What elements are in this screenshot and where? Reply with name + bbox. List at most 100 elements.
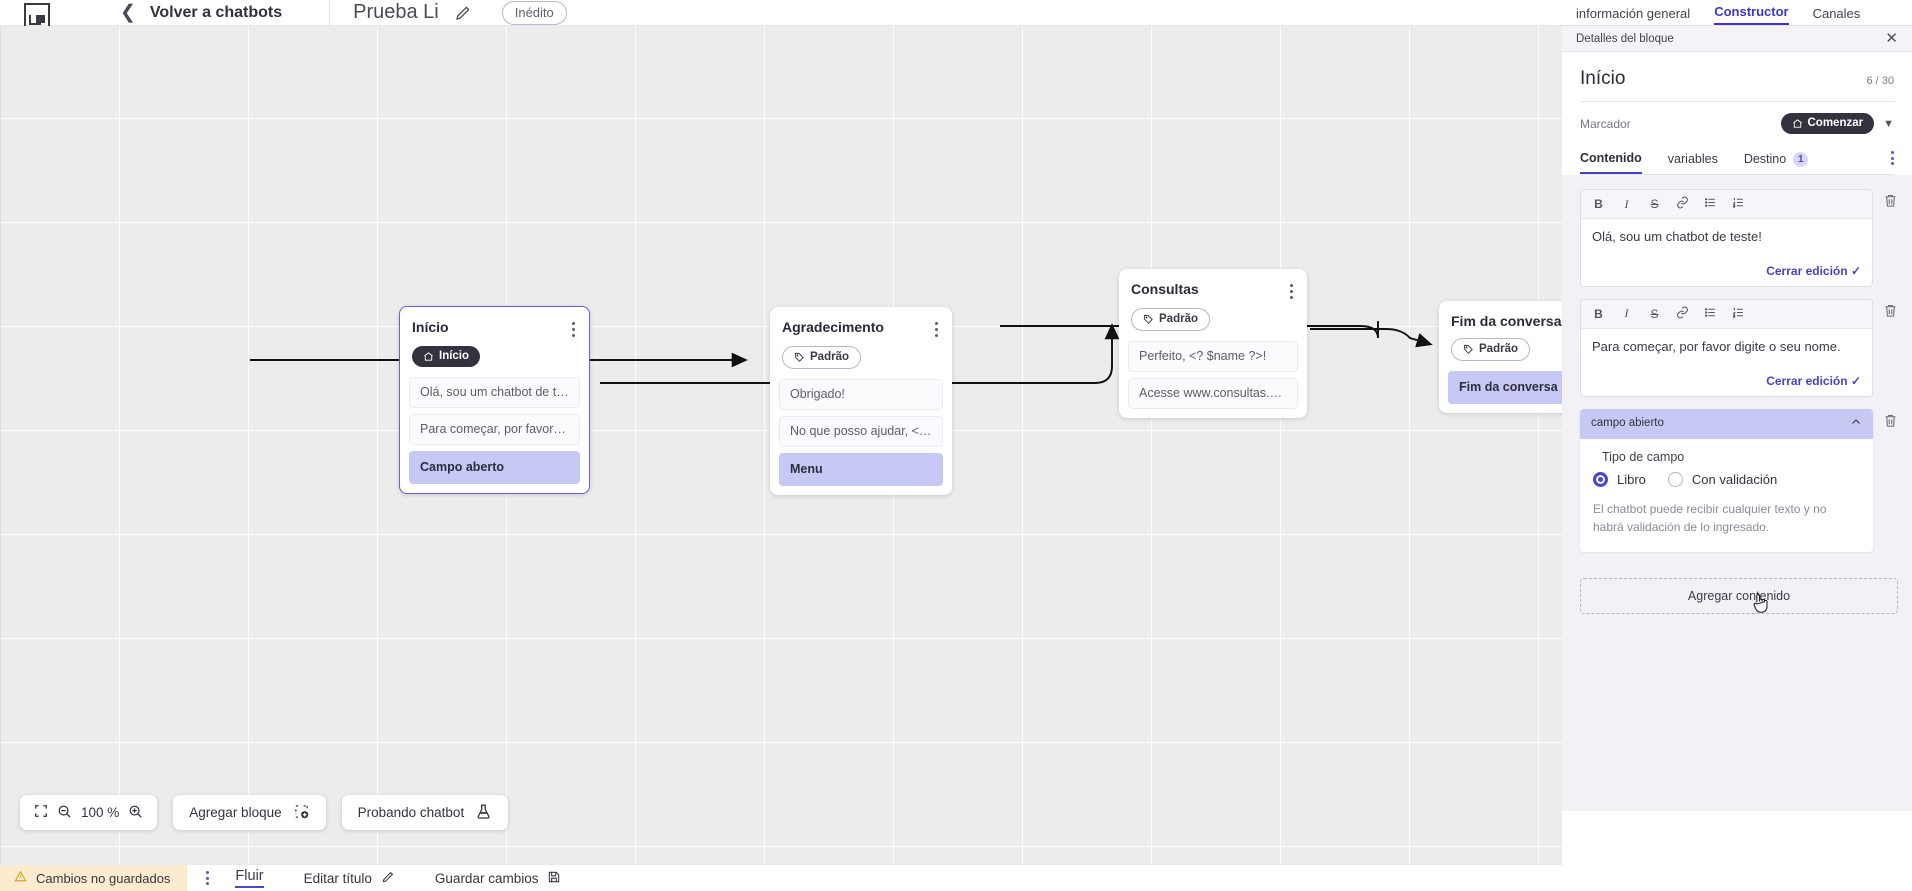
zoom-control-group[interactable]: 100 %	[20, 795, 158, 830]
tab-canales[interactable]: Canales	[1812, 6, 1861, 21]
node-menu-button[interactable]	[1290, 281, 1293, 299]
node-row-message[interactable]: Olá, sou um chatbot de teste!	[409, 377, 580, 408]
node-chip-padrao: Padrão	[1451, 338, 1530, 361]
destino-badge: 1	[1793, 151, 1809, 167]
unsaved-changes-label: Cambios no guardados	[36, 870, 171, 886]
trash-icon[interactable]	[1883, 413, 1898, 433]
node-row-action[interactable]: Campo aberto	[409, 451, 580, 484]
numbered-list-icon[interactable]	[1732, 196, 1745, 212]
bulleted-list-icon[interactable]	[1704, 306, 1717, 322]
close-icon[interactable]: ✕	[1885, 30, 1898, 47]
close-edit-label: Cerrar edición	[1766, 263, 1848, 278]
field-type-label: Tipo de campo	[1602, 449, 1685, 464]
trash-icon[interactable]	[1883, 303, 1898, 323]
chevron-left-icon[interactable]: ❮	[120, 2, 136, 23]
link-icon[interactable]	[1676, 306, 1689, 322]
zoom-in-icon[interactable]	[128, 804, 143, 822]
tab-variables-label: variables	[1667, 152, 1718, 166]
editor-toolbar: B I S	[1581, 190, 1872, 219]
node-header: Fim da conversa	[1439, 301, 1562, 329]
open-field-header[interactable]: campo abierto	[1580, 408, 1873, 439]
node-row-action[interactable]: Fim da conversa	[1448, 371, 1562, 404]
radio-dot-selected	[1593, 471, 1608, 487]
node-rows: Obrigado! No que posso ajudar, <? $name …	[770, 379, 952, 486]
marker-chip[interactable]: Comenzar	[1780, 113, 1875, 134]
tab-informacion-general[interactable]: información general	[1576, 6, 1691, 21]
flow-node-inicio[interactable]: Início Início Olá, sou um chatbot de tes…	[399, 306, 590, 494]
zoom-out-icon[interactable]	[57, 804, 72, 822]
chevron-down-icon[interactable]: ▼	[1883, 117, 1894, 130]
check-icon: ✓	[1850, 373, 1861, 388]
section-more-menu-button[interactable]	[1891, 151, 1894, 174]
more-vertical-icon[interactable]	[206, 871, 210, 885]
node-row-action[interactable]: Menu	[779, 453, 943, 486]
flow-node-fim-da-conversa[interactable]: Fim da conversa Padrão Fim da conversa	[1439, 301, 1562, 413]
message-text[interactable]: Para começar, por favor digite o seu nom…	[1581, 328, 1872, 368]
node-row-message[interactable]: Perfeito, <? $name ?>!	[1128, 341, 1298, 372]
marker-label: Marcador	[1580, 116, 1631, 131]
italic-icon[interactable]: I	[1624, 196, 1629, 211]
message-editor-2: B I S	[1580, 298, 1898, 397]
right-panel: información general Constructor Canales …	[1562, 0, 1912, 891]
node-row-message[interactable]: Obrigado!	[779, 379, 943, 410]
panel-body: Início 6 / 30 Marcador Comenzar ▼	[1562, 52, 1912, 811]
close-edit-button[interactable]: Cerrar edición ✓	[1581, 257, 1872, 286]
node-title: Agradecimento	[782, 319, 884, 335]
tab-destino[interactable]: Destino 1	[1743, 151, 1809, 174]
pencil-icon	[381, 870, 395, 887]
radio-con-validacion[interactable]: Con validación	[1667, 471, 1778, 487]
node-menu-button[interactable]	[935, 319, 938, 337]
bold-icon[interactable]: B	[1594, 197, 1603, 211]
node-rows: Perfeito, <? $name ?>! Acesse www.consul…	[1119, 341, 1307, 409]
node-chip-label: Padrão	[1159, 313, 1198, 325]
trash-icon[interactable]	[1883, 193, 1898, 213]
pencil-icon[interactable]	[454, 4, 472, 22]
italic-icon[interactable]: I	[1624, 306, 1629, 321]
flow-canvas[interactable]: Início Início Olá, sou um chatbot de tes…	[0, 26, 1562, 864]
radio-con-validacion-label: Con validación	[1691, 471, 1778, 487]
link-icon[interactable]	[1676, 196, 1689, 212]
node-menu-button[interactable]	[572, 319, 575, 337]
tab-constructor[interactable]: Constructor	[1714, 4, 1789, 25]
marker-row: Marcador Comenzar ▼	[1580, 113, 1894, 134]
add-content-button[interactable]: Agregar contenido	[1580, 577, 1898, 614]
close-edit-button[interactable]: Cerrar edición ✓	[1581, 367, 1872, 396]
node-chip-padrao: Padrão	[1131, 308, 1210, 331]
panel-header-title: Detalles del bloque	[1576, 32, 1674, 45]
bulleted-list-icon[interactable]	[1704, 196, 1717, 212]
radio-dot	[1667, 471, 1683, 487]
radio-libro[interactable]: Libro	[1593, 471, 1646, 487]
save-changes-button[interactable]: Guardar cambios	[435, 870, 562, 887]
close-edit-label: Cerrar edición	[1766, 373, 1848, 388]
bottom-bar: Cambios no guardados Fluir Editar título…	[0, 864, 1562, 891]
tab-contenido[interactable]: Contenido	[1580, 151, 1642, 174]
node-rows: Fim da conversa	[1439, 371, 1562, 404]
node-chip-label: Início	[439, 350, 470, 362]
strikethrough-icon[interactable]: S	[1650, 306, 1659, 321]
tag-icon	[794, 352, 805, 363]
node-row-message[interactable]: Acesse www.consultas.com par...	[1128, 378, 1298, 409]
chevron-up-icon[interactable]	[1850, 416, 1862, 431]
block-title-row: Início 6 / 30	[1580, 68, 1894, 90]
tab-fluir[interactable]: Fluir	[235, 868, 264, 888]
node-chip-label: Padrão	[1479, 343, 1518, 355]
node-row-message[interactable]: No que posso ajudar, <? $name ...	[779, 416, 943, 447]
add-block-button[interactable]: Agregar bloque	[173, 795, 326, 830]
numbered-list-icon[interactable]	[1732, 306, 1745, 322]
message-text[interactable]: Olá, sou um chatbot de teste!	[1581, 219, 1872, 258]
top-bar: ❮ Volver a chatbots Prueba Li Inédito	[0, 0, 1562, 29]
fit-screen-icon[interactable]	[34, 804, 48, 821]
flow-node-consultas[interactable]: Consultas Padrão Perfeito, <? $name ?>! …	[1119, 269, 1307, 418]
tab-variables[interactable]: variables	[1668, 152, 1718, 173]
back-to-chatbots-button[interactable]: Volver a chatbots	[149, 3, 283, 21]
node-title: Fim da conversa	[1451, 313, 1562, 329]
app-logo-icon[interactable]	[22, 0, 52, 29]
test-chatbot-button[interactable]: Probando chatbot	[341, 795, 509, 830]
tab-destino-label: Destino	[1743, 152, 1787, 166]
strikethrough-icon[interactable]: S	[1650, 197, 1659, 211]
edit-title-button[interactable]: Editar título	[304, 870, 395, 887]
flow-node-agradecimento[interactable]: Agradecimento Padrão Obrigado! No que po…	[770, 307, 952, 495]
bold-icon[interactable]: B	[1594, 306, 1603, 321]
editor-toolbar: B I S	[1581, 299, 1872, 329]
node-row-message[interactable]: Para começar, por favor digite o ...	[409, 414, 580, 445]
